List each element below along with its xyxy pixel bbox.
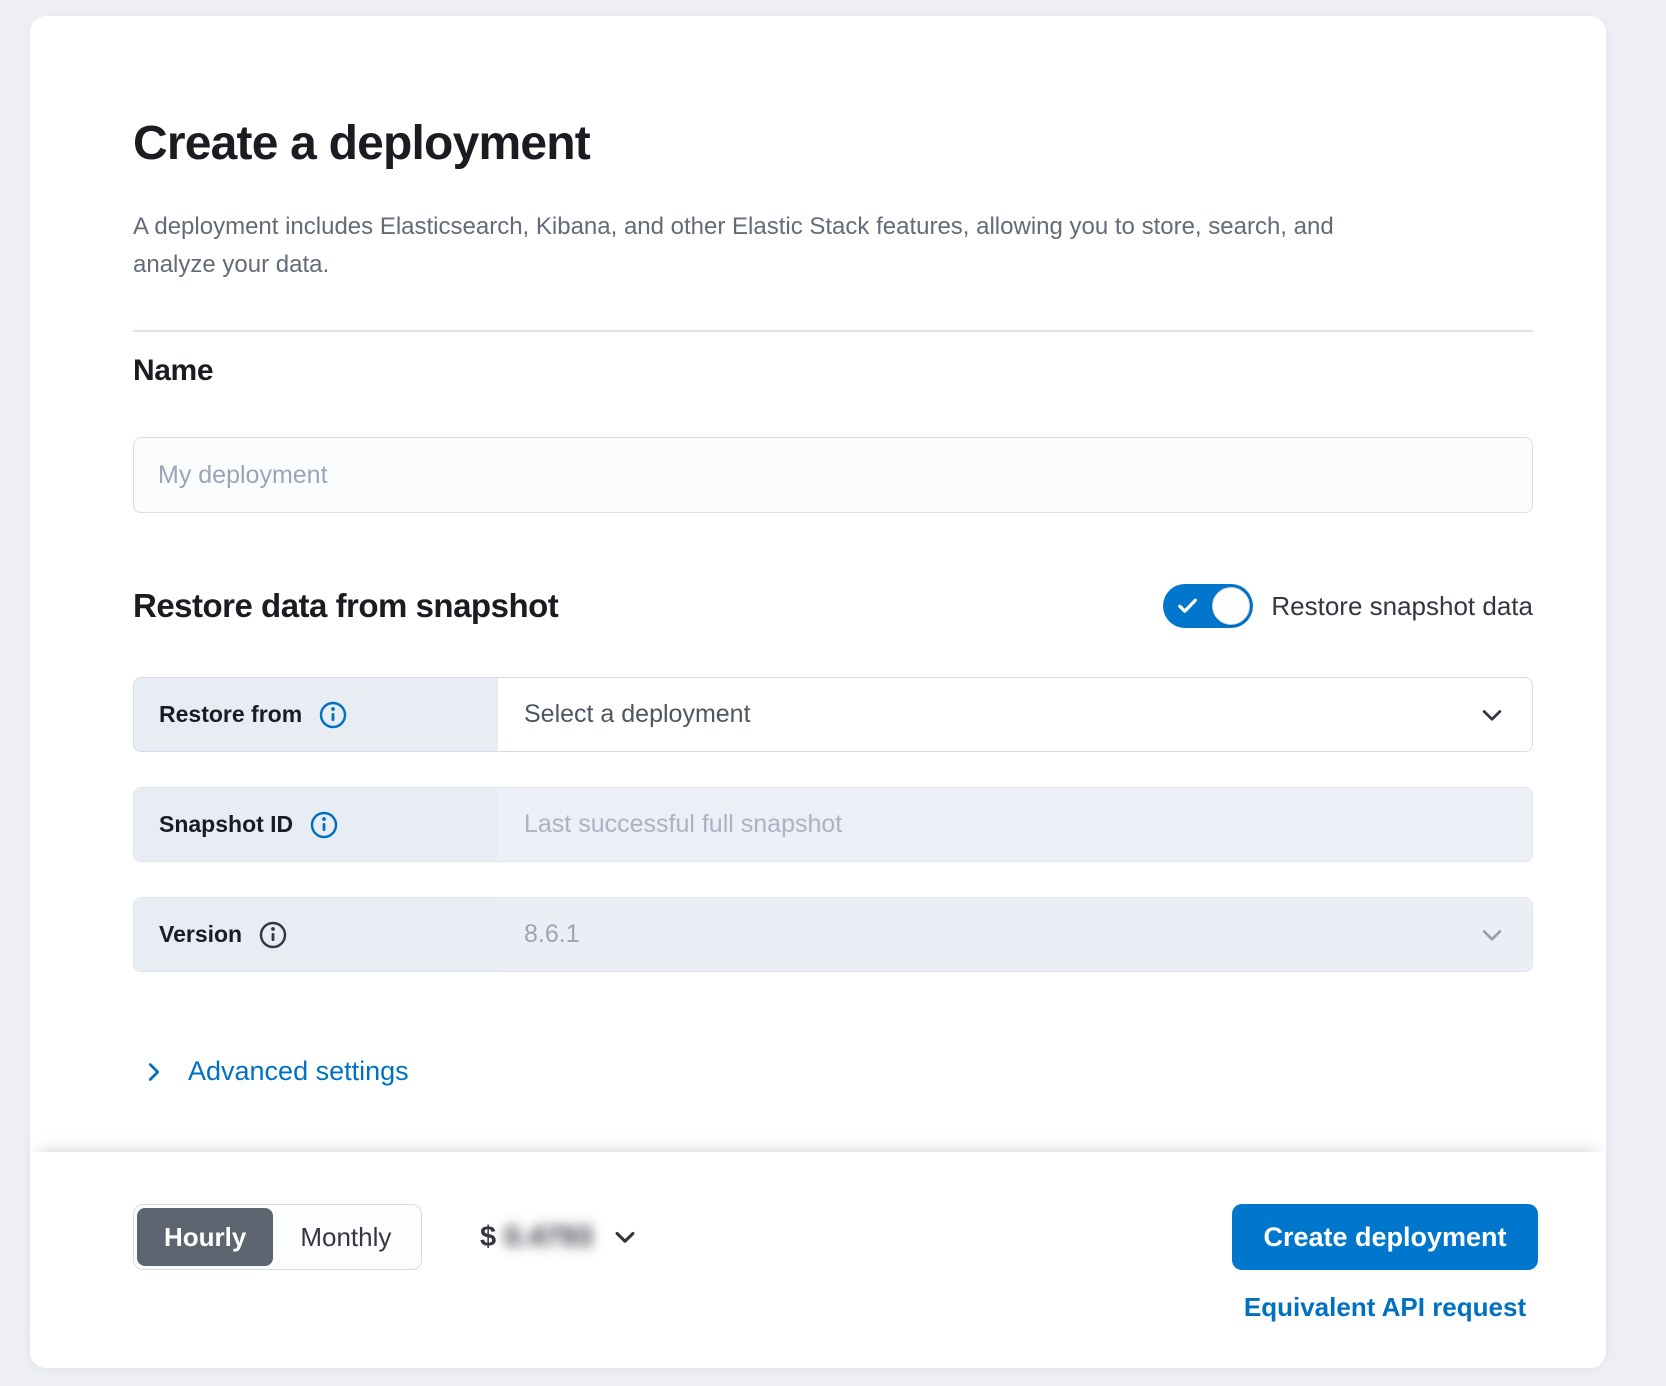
chevron-right-icon (148, 1062, 160, 1081)
snapshot-id-label-cell: Snapshot ID (134, 788, 498, 861)
restore-snapshot-toggle-wrap: Restore snapshot data (1163, 584, 1533, 628)
version-label-cell: Version (134, 898, 498, 971)
price-amount-blurred: 0.4793 (504, 1220, 593, 1253)
info-icon[interactable] (318, 700, 348, 730)
version-select-value: 8.6.1 (524, 920, 580, 948)
page-subtitle: A deployment includes Elasticsearch, Kib… (133, 213, 1334, 278)
restore-from-row: Restore from Select a deployment (133, 677, 1533, 752)
restore-snapshot-toggle-label: Restore snapshot data (1271, 590, 1533, 621)
create-deployment-button[interactable]: Create deployment (1232, 1204, 1538, 1270)
check-icon (1178, 598, 1198, 613)
page-title: Create a deployment (133, 117, 591, 170)
equivalent-api-request-link[interactable]: Equivalent API request (1243, 1292, 1527, 1322)
chevron-down-icon (615, 1231, 635, 1243)
toggle-knob (1212, 587, 1251, 625)
version-row: Version 8.6.1 (133, 897, 1533, 972)
billing-option-hourly[interactable]: Hourly (137, 1208, 274, 1266)
footer-bar: Hourly Monthly $ 0.4793 Create deploymen… (30, 1152, 1606, 1368)
restore-snapshot-toggle[interactable] (1163, 584, 1254, 628)
chevron-down-icon (1482, 709, 1502, 721)
billing-period-toggle: Hourly Monthly (133, 1204, 423, 1270)
snapshot-id-field-cell (498, 788, 1532, 861)
restore-from-select-value: Select a deployment (524, 700, 751, 728)
snapshot-id-label: Snapshot ID (159, 811, 294, 837)
restore-from-label-cell: Restore from (134, 678, 498, 751)
name-section-heading: Name (133, 354, 214, 387)
snapshot-section-header: Restore data from snapshot Restore snaps… (133, 576, 1533, 636)
price-currency-symbol: $ (480, 1220, 497, 1253)
create-deployment-card: Create a deployment A deployment include… (30, 16, 1606, 1368)
advanced-settings-link[interactable]: Advanced settings (142, 1056, 409, 1087)
version-select: 8.6.1 (498, 898, 1532, 971)
version-label: Version (159, 921, 243, 947)
price-summary[interactable]: $ 0.4793 (480, 1204, 639, 1270)
header-divider (133, 330, 1533, 332)
info-icon[interactable] (309, 810, 339, 840)
billing-option-monthly[interactable]: Monthly (300, 1221, 392, 1252)
restore-from-select[interactable]: Select a deployment (498, 678, 1532, 751)
snapshot-section-heading: Restore data from snapshot (133, 587, 559, 624)
snapshot-id-input[interactable] (524, 788, 1506, 861)
deployment-name-input[interactable] (133, 437, 1533, 513)
snapshot-id-row: Snapshot ID (133, 787, 1533, 862)
info-icon[interactable] (258, 920, 288, 950)
restore-from-label: Restore from (159, 701, 303, 727)
advanced-settings-label: Advanced settings (188, 1056, 409, 1086)
chevron-down-icon (1482, 929, 1502, 941)
